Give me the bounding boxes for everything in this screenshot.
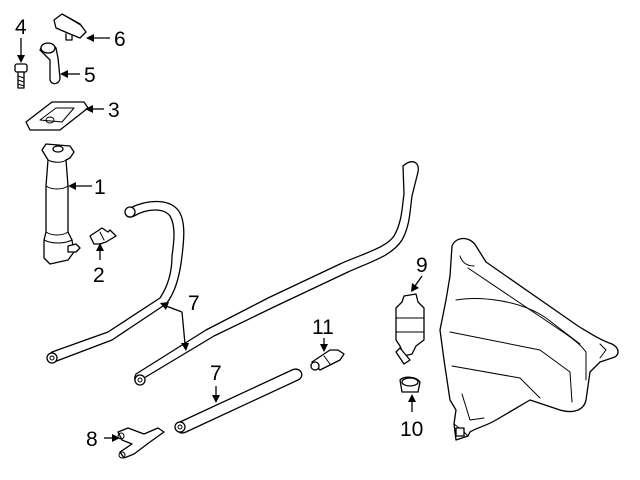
leader-lines <box>17 34 423 442</box>
callout-3: 3 <box>108 99 120 122</box>
callout-9: 9 <box>416 254 428 277</box>
gasket <box>25 101 89 131</box>
nozzle-cap <box>53 13 87 41</box>
bolt <box>14 63 28 89</box>
connector <box>89 227 117 245</box>
grommet <box>399 376 421 393</box>
callout-1: 1 <box>94 176 106 199</box>
callout-2: 2 <box>93 264 105 287</box>
callout-7-upper: 7 <box>188 292 200 315</box>
nozzle-tube <box>39 42 61 85</box>
connector-11 <box>310 349 345 371</box>
hose-short <box>174 368 303 434</box>
callout-6: 6 <box>114 28 126 51</box>
washer-pump-motor <box>395 293 425 365</box>
washer-pump-cylinder <box>41 143 81 265</box>
callout-8: 8 <box>86 428 98 451</box>
callout-4: 4 <box>15 16 27 39</box>
y-connector <box>117 427 165 459</box>
callout-5: 5 <box>84 64 96 87</box>
callout-numbers: 1 2 3 4 5 6 7 7 8 9 10 11 <box>15 16 428 451</box>
callout-10: 10 <box>400 418 423 441</box>
hose-long <box>134 161 419 386</box>
hose-curved <box>46 200 185 364</box>
callout-11: 11 <box>312 316 334 339</box>
washer-reservoir <box>439 237 619 441</box>
callout-7-lower: 7 <box>210 362 222 385</box>
